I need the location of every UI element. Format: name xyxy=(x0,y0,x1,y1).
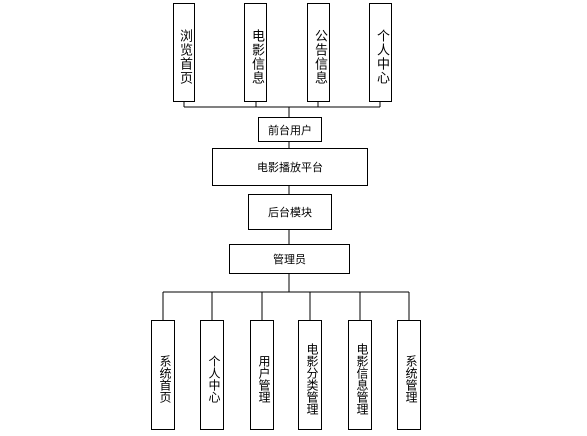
admin-module-user-management: 用户管理 xyxy=(250,320,274,430)
front-user-node: 前台用户 xyxy=(258,117,322,142)
admin-module-movie-info-management: 电影信息管理 xyxy=(348,320,372,430)
admin-module-system-home: 系统首页 xyxy=(151,320,175,430)
module-personal-center: 个人中心 xyxy=(369,3,392,102)
module-browse-home: 浏览首页 xyxy=(173,3,195,102)
admin-module-system-management: 系统管理 xyxy=(397,320,421,430)
module-announcement-info: 公告信息 xyxy=(307,3,330,102)
platform-node: 电影播放平台 xyxy=(212,148,368,186)
admin-node: 管理员 xyxy=(229,244,350,274)
admin-module-movie-category-management: 电影分类管理 xyxy=(298,320,322,430)
module-movie-info: 电影信息 xyxy=(244,3,267,102)
backend-node: 后台模块 xyxy=(248,194,332,230)
admin-module-personal-center: 个人中心 xyxy=(200,320,224,430)
